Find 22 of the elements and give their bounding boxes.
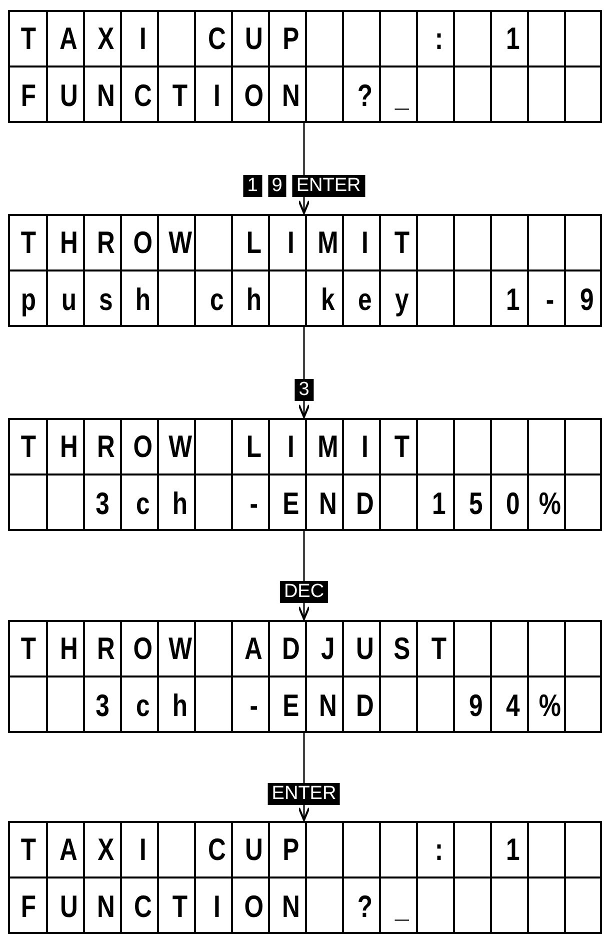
lcd-text: F U N C T I O N ? _ [20, 78, 410, 114]
lcd-text: 3 c h - E N D 9 4 % [94, 688, 562, 724]
key-label: 1 [243, 174, 262, 197]
key-label: 3 [294, 378, 314, 401]
lcd-text: T A X I C U P : 1 [20, 21, 521, 57]
key-label: 9 [268, 174, 286, 197]
lcd-text: T A X I C U P : 1 [20, 832, 521, 868]
key-label: ENTER [268, 782, 340, 805]
key-label: ENTER [292, 174, 365, 197]
lcd-screen [8, 10, 602, 123]
lcd-screen [8, 620, 602, 733]
lcd-text: 3 c h - E N D 1 5 0 % [94, 486, 562, 522]
lcd-text: T H R O W L I M I T [20, 429, 411, 465]
lcd-text: T H R O W A D J U S T [20, 631, 448, 667]
arrow [298, 327, 310, 418]
lcd-text: p u s h c h k e y 1 - 9 [20, 282, 595, 318]
key-label: DEC [280, 581, 328, 604]
lcd-screen [8, 418, 602, 531]
lcd-screen [8, 214, 602, 327]
lcd-text: T H R O W L I M I T [20, 225, 411, 261]
lcd-screen [8, 821, 602, 934]
lcd-text: F U N C T I O N ? _ [20, 888, 410, 924]
